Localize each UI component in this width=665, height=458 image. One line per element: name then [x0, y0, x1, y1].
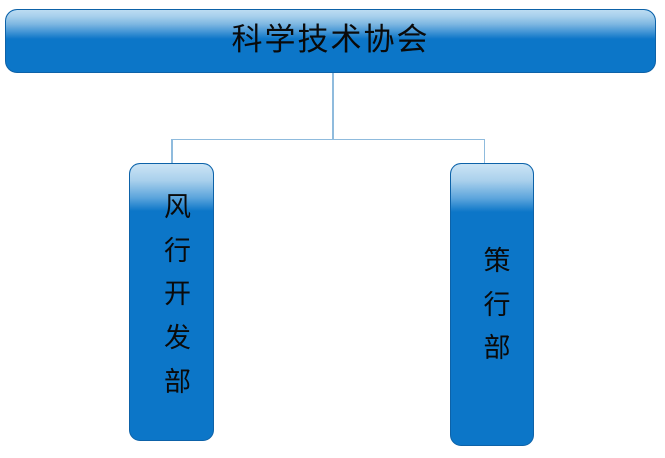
- connector-drop-right: [483, 138, 485, 165]
- org-node-root-label: 科学技术协会: [231, 21, 430, 57]
- org-node-child-right-label: 策 行 部: [483, 246, 511, 364]
- connector-horizontal-bar: [171, 138, 485, 140]
- connector-root-stem: [332, 72, 334, 140]
- org-node-child-right[interactable]: 策 行 部: [450, 163, 534, 446]
- org-node-root[interactable]: 科学技术协会: [5, 9, 656, 73]
- org-node-child-left-label: 风 行 开 发 部: [164, 192, 191, 397]
- org-node-child-left[interactable]: 风 行 开 发 部: [129, 163, 214, 441]
- connector-drop-left: [171, 138, 173, 165]
